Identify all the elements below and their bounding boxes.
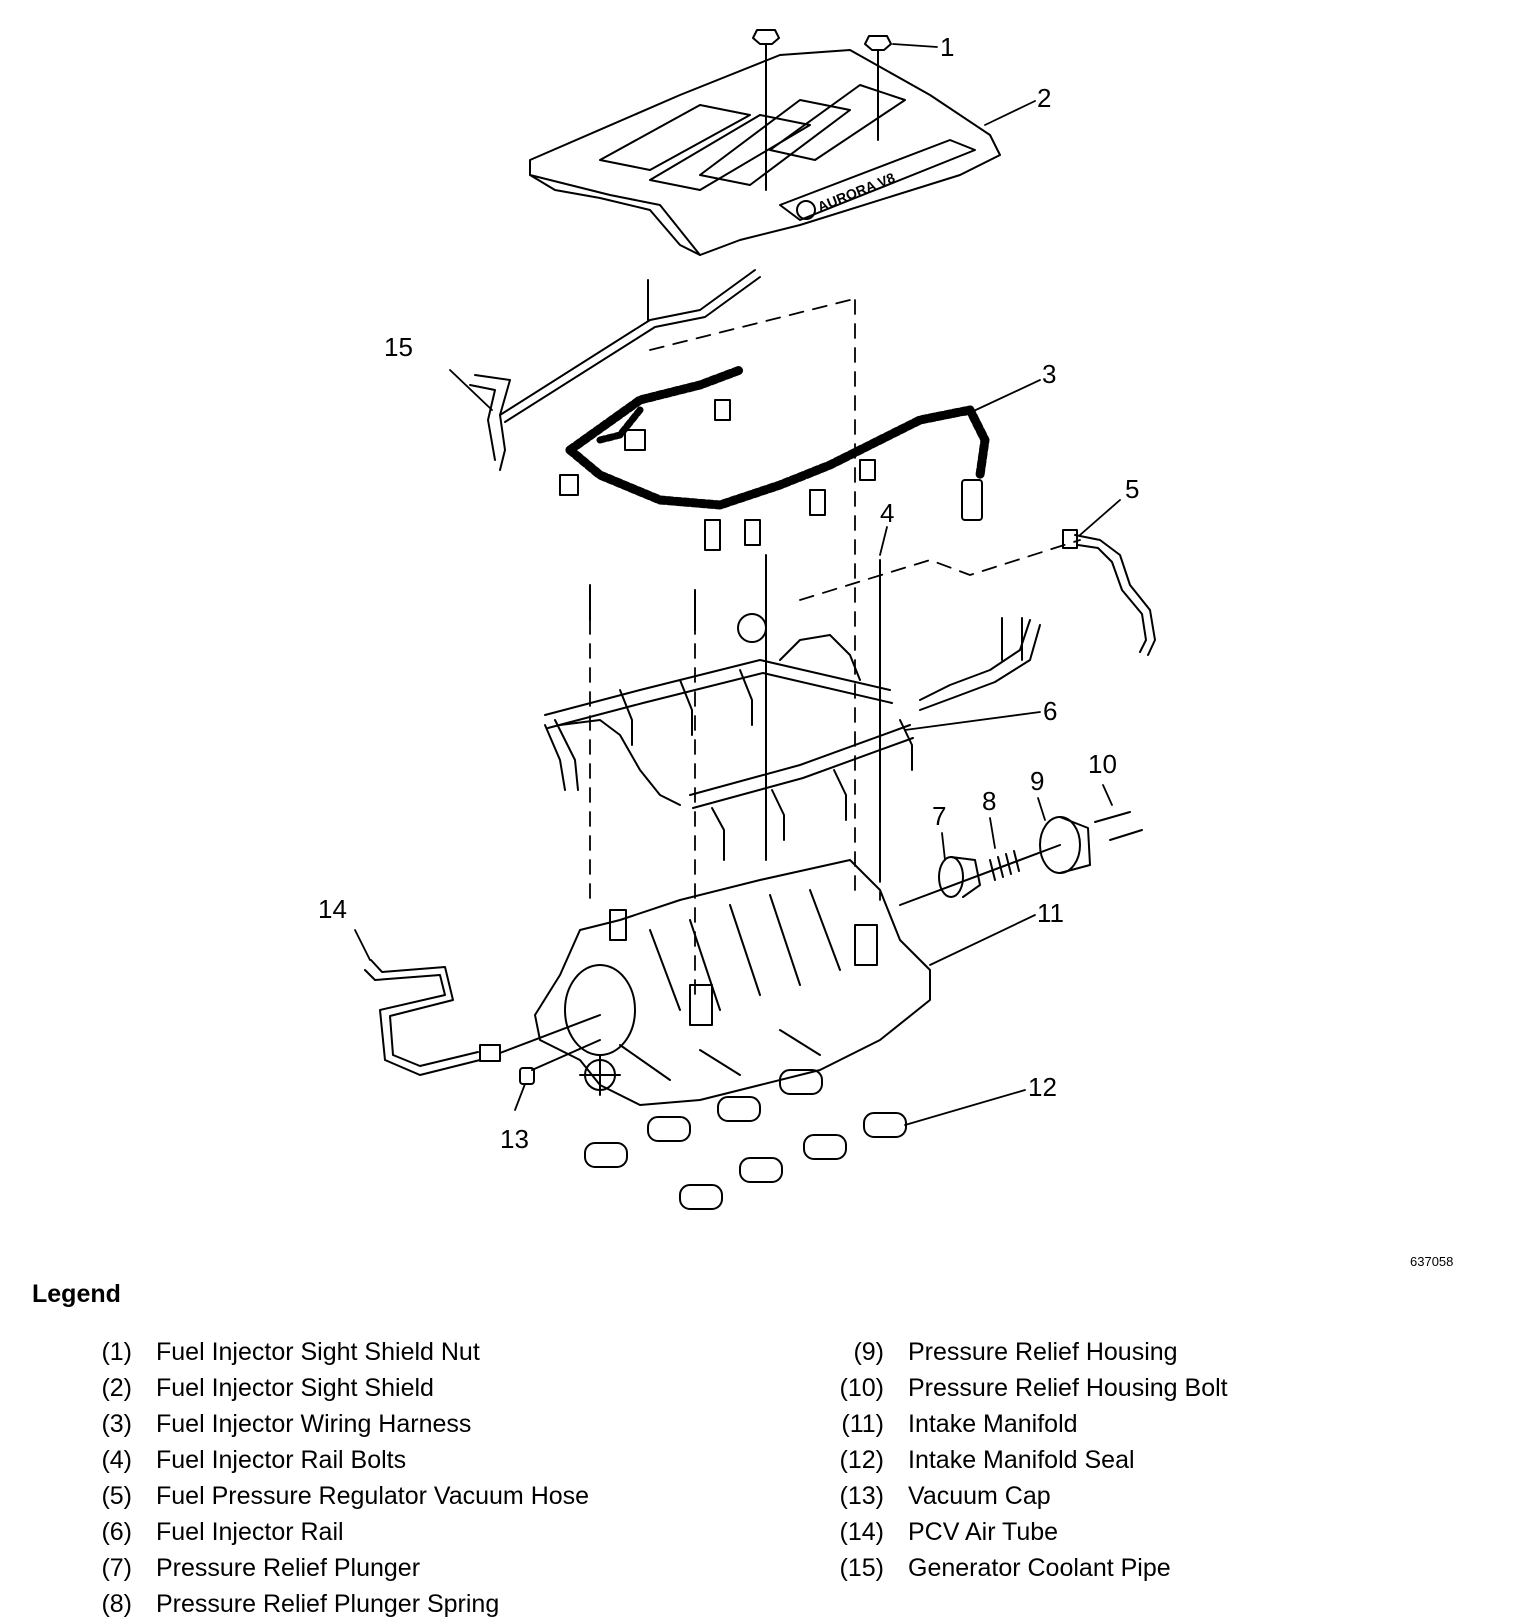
legend-item-label: Pressure Relief Housing Bolt (908, 1373, 1228, 1402)
legend-item-label: Fuel Injector Rail Bolts (156, 1445, 407, 1474)
legend-item-label: Fuel Injector Wiring Harness (156, 1409, 472, 1438)
legend-item-number: (8) (101, 1589, 132, 1618)
legend-item: (8) Pressure Relief Plunger Spring (92, 1586, 589, 1622)
callout-8: 8 (982, 786, 996, 816)
legend-item-number: (11) (841, 1409, 884, 1438)
legend-item: (12) Intake Manifold Seal (828, 1442, 1228, 1478)
legend-item-label: Fuel Pressure Regulator Vacuum Hose (156, 1481, 590, 1510)
legend-item: (2) Fuel Injector Sight Shield (92, 1370, 589, 1406)
legend-item-number: (9) (853, 1337, 884, 1366)
legend-item-number: (13) (839, 1481, 884, 1510)
pcv-air-tube (364, 959, 601, 1076)
legend-item-number: (10) (839, 1373, 884, 1402)
legend-left-column: (1) Fuel Injector Sight Shield Nut (2) Fue… (92, 1334, 589, 1622)
legend-item-number: (15) (839, 1553, 884, 1582)
callout-11: 11 (1037, 898, 1064, 928)
legend-item: (7) Pressure Relief Plunger (92, 1550, 589, 1586)
callout-2: 2 (1037, 83, 1051, 113)
intake-manifold-seals (584, 1069, 907, 1210)
legend-item-label: Pressure Relief Plunger Spring (156, 1589, 500, 1618)
legend-item-number: (2) (101, 1373, 132, 1402)
callout-labels: 1 2 3 4 5 6 7 8 9 10 11 12 13 14 15 (318, 32, 1139, 1154)
pressure-relief-assembly (899, 811, 1143, 906)
callout-7: 7 (932, 801, 946, 831)
legend-item-number: (5) (101, 1481, 132, 1510)
legend-item-number: (1) (101, 1337, 132, 1366)
callout-13: 13 (500, 1124, 529, 1154)
legend-item: (4) Fuel Injector Rail Bolts (92, 1442, 589, 1478)
legend-right-column: (9) Pressure Relief Housing (10) Pressure … (828, 1334, 1228, 1586)
fuel-injector-rail (544, 613, 1041, 861)
figure-id: 637058 (1410, 1254, 1454, 1269)
legend-item-label: Intake Manifold (908, 1409, 1078, 1438)
fuel-pressure-regulator-vacuum-hose (1062, 529, 1156, 656)
legend-item-number: (12) (839, 1445, 884, 1474)
legend-item-label: Fuel Injector Rail (156, 1517, 344, 1546)
legend-item-label: Intake Manifold Seal (908, 1445, 1135, 1474)
legend-item: (13) Vacuum Cap (828, 1478, 1228, 1514)
legend-item-number: (6) (101, 1517, 132, 1546)
generator-coolant-pipe (469, 269, 761, 471)
legend-item: (5) Fuel Pressure Regulator Vacuum Hose (92, 1478, 589, 1514)
legend-item-number: (4) (101, 1445, 132, 1474)
legend-item-label: PCV Air Tube (908, 1517, 1059, 1546)
callout-3: 3 (1042, 359, 1056, 389)
callout-6: 6 (1043, 696, 1057, 726)
exploded-view-diagram: AURORA V8 1 2 3 4 5 6 7 8 9 10 11 12 13 … (318, 29, 1156, 1210)
alignment-lines (589, 299, 1081, 1001)
legend-item: (6) Fuel Injector Rail (92, 1514, 589, 1550)
legend-item: (15) Generator Coolant Pipe (828, 1550, 1228, 1586)
legend-item-label: Pressure Relief Plunger (156, 1553, 421, 1582)
legend-item: (1) Fuel Injector Sight Shield Nut (92, 1334, 589, 1370)
intake-manifold (534, 859, 931, 1106)
callout-leaders (354, 43, 1121, 1126)
legend-item-number: (14) (839, 1517, 884, 1546)
legend-item-label: Vacuum Cap (908, 1481, 1051, 1510)
fuel-injector-rail-bolts (589, 554, 881, 881)
legend-title: Legend (32, 1280, 121, 1308)
legend-item-label: Generator Coolant Pipe (908, 1553, 1171, 1582)
legend-item-label: Fuel Injector Sight Shield Nut (156, 1337, 480, 1366)
callout-12: 12 (1028, 1072, 1057, 1102)
fuel-injector-wiring-harness (559, 365, 990, 551)
legend-item: (14) PCV Air Tube (828, 1514, 1228, 1550)
callout-14: 14 (318, 894, 347, 924)
callout-9: 9 (1030, 766, 1044, 796)
callout-1: 1 (940, 32, 954, 62)
vacuum-cap (519, 1039, 601, 1085)
legend-item-label: Fuel Injector Sight Shield (156, 1373, 434, 1402)
legend-item-label: Pressure Relief Housing (908, 1337, 1178, 1366)
legend-item: (11) Intake Manifold (828, 1406, 1228, 1442)
callout-5: 5 (1125, 474, 1139, 504)
callout-10: 10 (1088, 749, 1117, 779)
legend-item: (3) Fuel Injector Wiring Harness (92, 1406, 589, 1442)
callout-15: 15 (384, 332, 413, 362)
legend-item: (9) Pressure Relief Housing (828, 1334, 1228, 1370)
legend-item: (10) Pressure Relief Housing Bolt (828, 1370, 1228, 1406)
sight-shield-nuts (752, 29, 892, 191)
legend-item-number: (3) (101, 1409, 132, 1438)
callout-4: 4 (880, 498, 894, 528)
legend-item-number: (7) (101, 1553, 132, 1582)
